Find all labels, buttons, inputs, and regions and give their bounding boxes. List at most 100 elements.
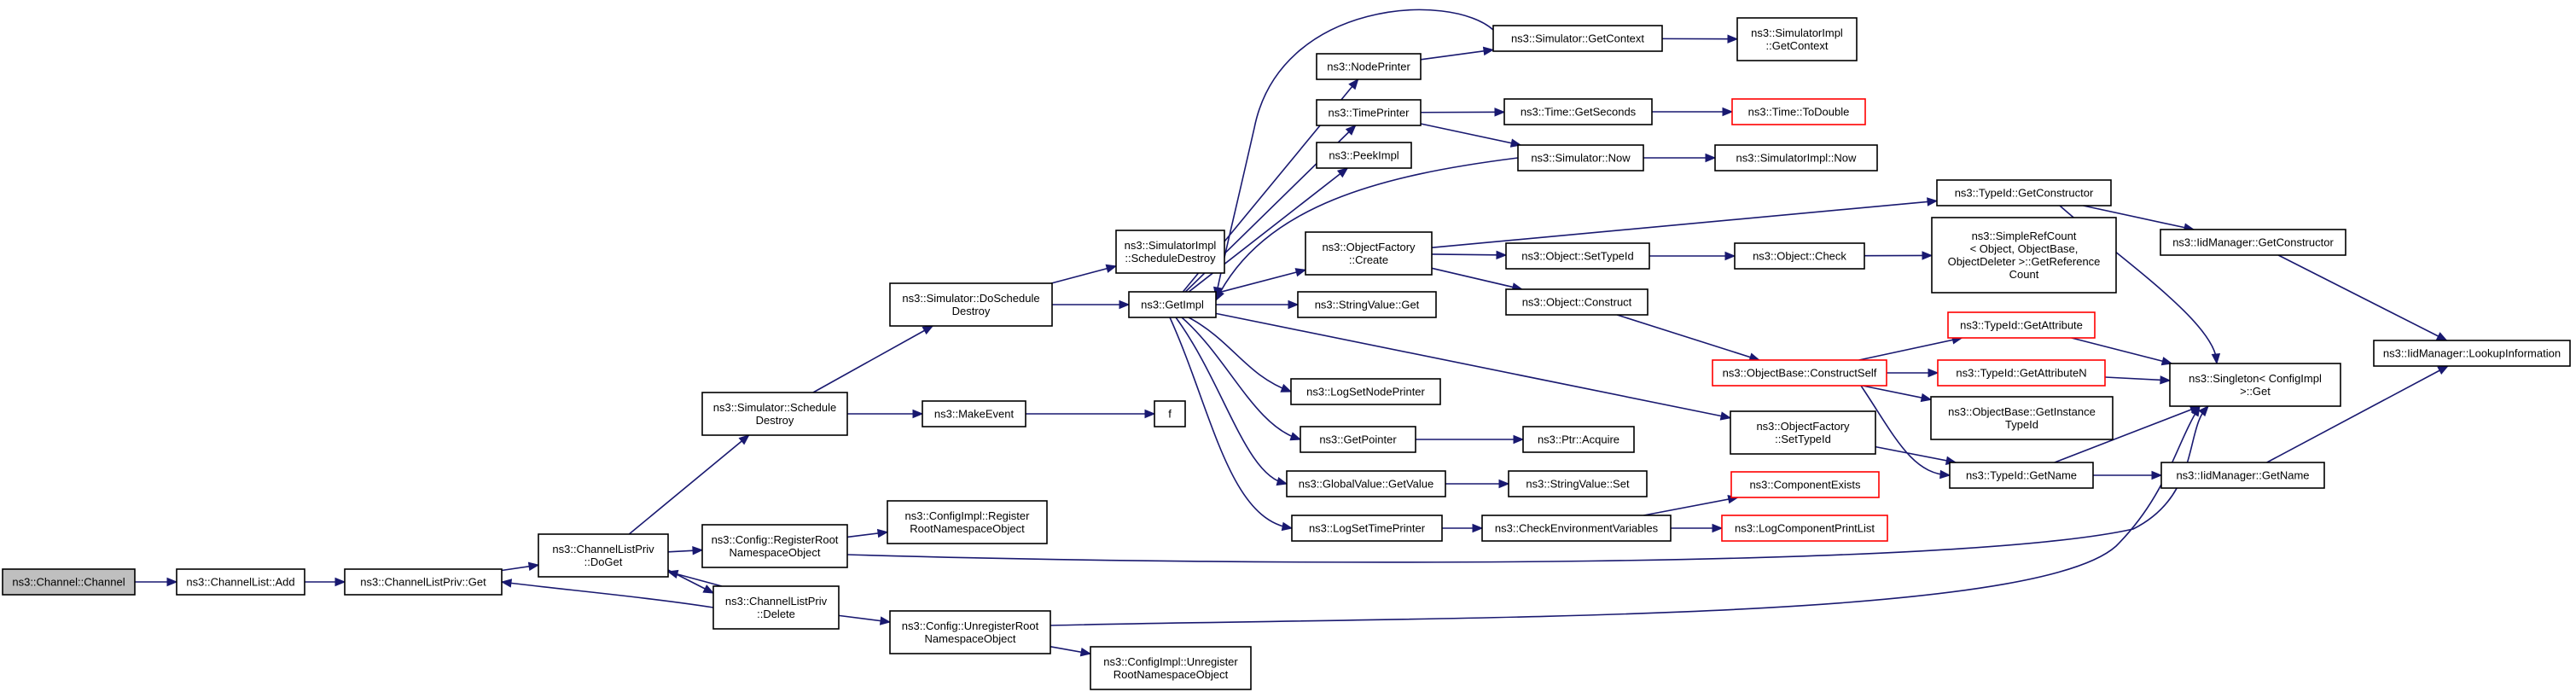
graph-node-n48[interactable]: ns3::IidManager::GetName [2160, 462, 2325, 489]
node-box[interactable] [2, 568, 136, 596]
graph-node-n13[interactable]: ns3::GetImpl [1128, 291, 1217, 318]
graph-node-n6[interactable]: ns3::ChannelListPriv::Delete [712, 585, 840, 630]
node-box[interactable] [1090, 646, 1252, 690]
node-box[interactable] [1949, 462, 2094, 489]
node-box[interactable] [1128, 291, 1217, 318]
node-box[interactable] [1154, 400, 1186, 427]
graph-node-n1[interactable]: ns3::ChannelList::Add [176, 568, 305, 596]
graph-node-n15[interactable]: ns3::NodePrinter [1316, 53, 1422, 80]
node-box[interactable] [1947, 311, 2096, 339]
node-box[interactable] [1505, 288, 1649, 316]
node-box[interactable] [1316, 99, 1422, 126]
node-box[interactable] [1730, 410, 1876, 455]
node-box[interactable] [1930, 396, 2114, 440]
graph-node-n41[interactable]: ns3::SimpleRefCount< Object, ObjectBase,… [1931, 217, 2117, 294]
node-box[interactable] [701, 392, 848, 436]
graph-node-n17[interactable]: ns3::PeekImpl [1316, 142, 1412, 169]
graph-node-n34[interactable]: ns3::SimulatorImpl::Now [1714, 144, 1878, 172]
node-box[interactable] [1492, 25, 1663, 52]
node-box[interactable] [1937, 359, 2106, 387]
graph-node-n18[interactable]: ns3::ObjectFactory::Create [1305, 231, 1433, 276]
node-box[interactable] [176, 568, 305, 596]
node-box[interactable] [2169, 363, 2341, 407]
graph-node-n29[interactable]: ns3::Ptr::Acquire [1522, 426, 1635, 453]
graph-node-n43[interactable]: ns3::TypeId::GetAttributeN [1937, 359, 2106, 387]
node-box[interactable] [889, 282, 1053, 327]
node-box[interactable] [1316, 142, 1412, 169]
node-box[interactable] [2160, 462, 2325, 489]
node-box[interactable] [1291, 515, 1443, 542]
graph-node-n30[interactable]: ns3::StringValue::Set [1508, 470, 1648, 497]
node-box[interactable] [538, 533, 669, 578]
graph-node-n23[interactable]: ns3::LogSetTimePrinter [1291, 515, 1443, 542]
graph-node-n22[interactable]: ns3::GlobalValue::GetValue [1286, 470, 1446, 497]
node-box[interactable] [1517, 144, 1644, 172]
graph-node-n4[interactable]: ns3::Simulator::ScheduleDestroy [701, 392, 848, 436]
node-box[interactable] [1734, 242, 1865, 270]
graph-node-n31[interactable]: ns3::CheckEnvironmentVariables [1481, 515, 1672, 542]
graph-node-n10[interactable]: ns3::Config::UnregisterRootNamespaceObje… [889, 610, 1051, 654]
graph-node-n33[interactable]: ns3::Time::ToDouble [1731, 98, 1866, 125]
node-box[interactable] [1730, 471, 1880, 498]
node-box[interactable] [1736, 17, 1858, 61]
node-box[interactable] [1505, 242, 1650, 270]
node-box[interactable] [701, 524, 848, 568]
graph-node-n36[interactable]: ns3::ObjectBase::ConstructSelf [1712, 359, 1887, 387]
graph-node-n2[interactable]: ns3::ChannelListPriv::Get [344, 568, 503, 596]
graph-node-n12[interactable]: ns3::SimulatorImpl::ScheduleDestroy [1115, 230, 1225, 274]
graph-node-n49[interactable]: ns3::IidManager::LookupInformation [2373, 340, 2571, 367]
node-box[interactable] [1481, 515, 1672, 542]
graph-node-n0[interactable]: ns3::Channel::Channel [2, 568, 136, 596]
graph-node-n39[interactable]: ns3::LogComponentPrintList [1721, 515, 1888, 542]
node-box[interactable] [1936, 179, 2112, 206]
graph-node-n35[interactable]: ns3::Object::Check [1734, 242, 1865, 270]
node-box[interactable] [1931, 217, 2117, 294]
node-box[interactable] [1115, 230, 1225, 274]
node-box[interactable] [1731, 98, 1866, 125]
node-box[interactable] [887, 500, 1048, 544]
graph-node-n21[interactable]: ns3::GetPointer [1300, 426, 1416, 453]
graph-node-n42[interactable]: ns3::TypeId::GetAttribute [1947, 311, 2096, 339]
graph-node-n28[interactable]: ns3::Object::Construct [1505, 288, 1649, 316]
graph-node-n8[interactable]: ns3::MakeEvent [922, 400, 1026, 427]
graph-node-n40[interactable]: ns3::TypeId::GetConstructor [1936, 179, 2112, 206]
graph-node-n9[interactable]: ns3::ConfigImpl::RegisterRootNamespaceOb… [887, 500, 1048, 544]
graph-node-n24[interactable]: ns3::Simulator::GetContext [1492, 25, 1663, 52]
node-box[interactable] [2373, 340, 2571, 367]
node-box[interactable] [922, 400, 1026, 427]
graph-node-n27[interactable]: ns3::Object::SetTypeId [1505, 242, 1650, 270]
node-box[interactable] [889, 610, 1051, 654]
graph-node-n47[interactable]: ns3::Singleton< ConfigImpl >::Get [2169, 363, 2341, 407]
node-box[interactable] [1297, 291, 1437, 318]
node-box[interactable] [1286, 470, 1446, 497]
node-box[interactable] [1714, 144, 1878, 172]
node-box[interactable] [1522, 426, 1635, 453]
node-box[interactable] [1316, 53, 1422, 80]
node-box[interactable] [1305, 231, 1433, 276]
node-box[interactable] [1290, 378, 1441, 405]
graph-node-n45[interactable]: ns3::TypeId::GetName [1949, 462, 2094, 489]
graph-node-n16[interactable]: ns3::TimePrinter [1316, 99, 1422, 126]
node-box[interactable] [1503, 98, 1653, 125]
graph-node-n20[interactable]: ns3::LogSetNodePrinter [1290, 378, 1441, 405]
node-box[interactable] [1300, 426, 1416, 453]
graph-node-n46[interactable]: ns3::IidManager::GetConstructor [2160, 229, 2346, 256]
graph-node-n11[interactable]: ns3::ConfigImpl::UnregisterRootNamespace… [1090, 646, 1252, 690]
graph-node-n25[interactable]: ns3::Time::GetSeconds [1503, 98, 1653, 125]
node-box[interactable] [1721, 515, 1888, 542]
node-box[interactable] [712, 585, 840, 630]
node-box[interactable] [1508, 470, 1648, 497]
graph-node-n37[interactable]: ns3::ObjectFactory::SetTypeId [1730, 410, 1876, 455]
node-box[interactable] [1712, 359, 1887, 387]
graph-node-n32[interactable]: ns3::SimulatorImpl::GetContext [1736, 17, 1858, 61]
graph-node-n14[interactable]: f [1154, 400, 1186, 427]
node-box[interactable] [344, 568, 503, 596]
node-box[interactable] [2160, 229, 2346, 256]
graph-node-n38[interactable]: ns3::ComponentExists [1730, 471, 1880, 498]
graph-node-n19[interactable]: ns3::StringValue::Get [1297, 291, 1437, 318]
graph-node-n26[interactable]: ns3::Simulator::Now [1517, 144, 1644, 172]
graph-node-n3[interactable]: ns3::ChannelListPriv::DoGet [538, 533, 669, 578]
